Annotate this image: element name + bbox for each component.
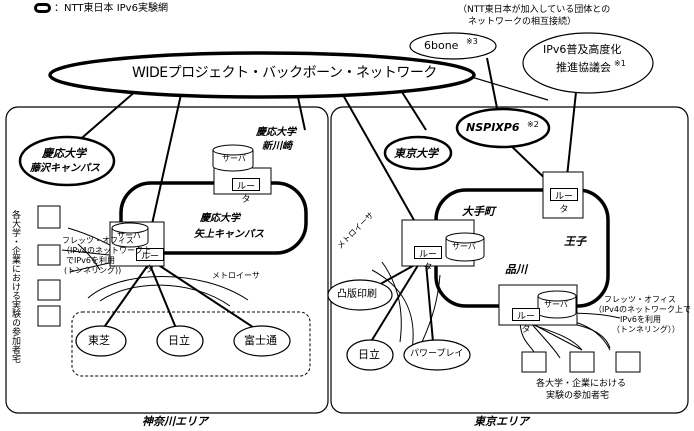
tokyo-univ-label: 東京大学 bbox=[394, 147, 438, 160]
sixbone-ellipse bbox=[409, 32, 497, 60]
toppan-label: 凸版印刷 bbox=[337, 289, 377, 300]
flets-t-line2: （IPv4のネットワーク上で bbox=[594, 305, 692, 314]
participants-t-line1: 各大学・企業における bbox=[536, 379, 627, 389]
router-shinkawasaki: ルータ bbox=[232, 178, 260, 205]
council-line1: IPv6普及高度化 bbox=[543, 43, 622, 56]
flets-t-line1: フレッツ・オフィス bbox=[604, 295, 676, 304]
powerplay-label: パワープレイ bbox=[410, 349, 464, 359]
keio-sfc-ellipse bbox=[18, 135, 116, 187]
nspixp6-label: NSPIXP6 bbox=[466, 121, 520, 134]
server-cylinders bbox=[111, 144, 577, 319]
flets-k-line1: フレッツ・オフィス bbox=[62, 236, 134, 245]
router-yagami: ルータ bbox=[136, 248, 164, 275]
shinagawa-label: 品川 bbox=[505, 263, 527, 276]
wide-label: WIDEプロジェクト・バックボーン・ネットワーク bbox=[132, 65, 437, 81]
keio-yagami-line1: 慶応大学 bbox=[200, 213, 240, 224]
metro-kanagawa: メトロイーサ bbox=[212, 271, 260, 280]
server-shinagawa: サーバ bbox=[544, 300, 568, 309]
fujitsu-ellipse bbox=[233, 325, 291, 357]
flets-t-line3: IPv6を利用 bbox=[620, 315, 662, 324]
toppan-ellipse bbox=[327, 279, 393, 311]
server-otemachi: サーバ bbox=[452, 242, 476, 251]
note-line1: （NTT東日本が加入している団体との bbox=[458, 5, 611, 15]
kanagawa-area-label: 神奈川エリア bbox=[142, 415, 208, 428]
tokyo-area-box bbox=[330, 106, 689, 414]
legend-text: ：NTT東日本 IPv6実験網 bbox=[54, 3, 168, 14]
hitachi-t-label: 日立 bbox=[358, 348, 380, 361]
powerplay-ellipse bbox=[403, 339, 471, 371]
sixbone-label: 6bone bbox=[424, 39, 459, 52]
oji-label: 王子 bbox=[564, 235, 586, 248]
flets-k-line2: （IPv4のネットワーク上 bbox=[62, 246, 152, 255]
router-oji: ルータ bbox=[550, 188, 578, 215]
kanagawa-area-box bbox=[5, 106, 329, 414]
legend-symbol bbox=[34, 3, 51, 13]
note-line2: ネットワークの相互接続） bbox=[468, 17, 577, 27]
hitachi-k-label: 日立 bbox=[168, 334, 190, 347]
kanagawa-company-box bbox=[71, 311, 311, 377]
flets-t-line4: （トンネリング）） bbox=[612, 325, 680, 334]
flets-k-line3: でIPv6を利用 bbox=[66, 256, 116, 265]
sixbone-note: ※3 bbox=[466, 37, 478, 46]
hitachi-k-ellipse bbox=[156, 325, 204, 357]
hitachi-t-ellipse bbox=[346, 339, 394, 371]
router-otemachi: ルータ bbox=[414, 246, 442, 273]
home-squares bbox=[37, 205, 641, 373]
wide-ellipse bbox=[48, 51, 476, 99]
keio-yagami-line2: 矢上キャンパス bbox=[194, 229, 264, 240]
otemachi-label: 大手町 bbox=[462, 205, 495, 218]
toshiba-ellipse bbox=[75, 325, 127, 357]
fujitsu-label: 富士通 bbox=[244, 334, 277, 347]
server-yagami: サーバ bbox=[117, 231, 141, 240]
keio-shinkawasaki-line2: 新川崎 bbox=[262, 141, 292, 152]
keio-sfc-line2: 藤沢キャンパス bbox=[30, 163, 100, 174]
toshiba-label: 東芝 bbox=[88, 334, 110, 347]
council-line2: 推進協議会 bbox=[556, 61, 611, 74]
nspixp6-ellipse bbox=[455, 107, 551, 149]
router-shinagawa: ルータ bbox=[512, 308, 540, 335]
server-shinkawasaki: サーバ bbox=[222, 154, 246, 163]
tokyo-univ-ellipse bbox=[383, 135, 453, 171]
nspixp6-note: ※2 bbox=[527, 120, 539, 129]
tokyo-area-label: 東京エリア bbox=[474, 415, 529, 428]
participants-t-line2: 実験の参加者宅 bbox=[546, 391, 610, 401]
keio-sfc-line1: 慶応大学 bbox=[42, 147, 86, 160]
participants-kanagawa: 各大学・企業における実験の参加者宅 bbox=[10, 210, 20, 363]
keio-shinkawasaki-line1: 慶応大学 bbox=[256, 127, 296, 138]
council-ellipse bbox=[522, 32, 654, 94]
flets-k-line4: (トンネリング)) bbox=[64, 266, 122, 275]
council-note: ※1 bbox=[614, 59, 626, 68]
